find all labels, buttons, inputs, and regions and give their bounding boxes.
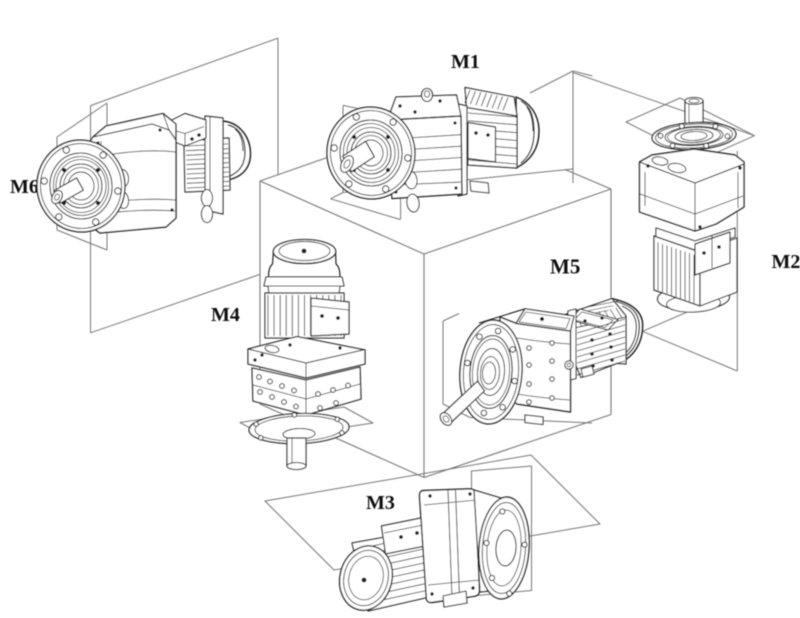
svg-text:M6: M6 [10, 176, 39, 198]
svg-text:M3: M3 [366, 492, 395, 514]
svg-text:M2: M2 [772, 251, 800, 273]
svg-text:M1: M1 [451, 51, 480, 73]
svg-text:M5: M5 [550, 255, 580, 279]
svg-text:M4: M4 [211, 304, 240, 326]
